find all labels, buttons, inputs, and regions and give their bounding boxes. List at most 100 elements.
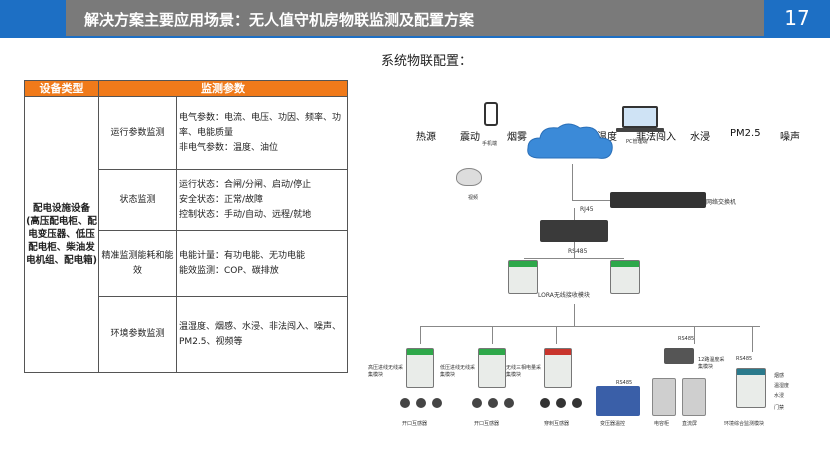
env-module — [736, 368, 766, 408]
row-name-environment: 环境参数监测 — [98, 296, 177, 373]
ct-icon — [472, 398, 482, 408]
drop-wire — [752, 326, 753, 352]
three-phase-label: 无线三相电量采集模块 — [506, 365, 542, 378]
rs485-label-far: RS485 — [736, 356, 753, 362]
ch12-label: 12路温度采集模块 — [698, 357, 725, 370]
lora-bus — [524, 258, 624, 259]
ct1-label: 开口互感器 — [402, 421, 428, 427]
laptop-base — [616, 128, 664, 132]
row-name-energy: 精准监测能耗和能效 — [98, 230, 177, 297]
dc-label: 直流屏 — [682, 421, 698, 427]
lora-label: LORA无线接收模块 — [538, 292, 590, 299]
transformer-controller — [596, 386, 640, 416]
ct-icon — [432, 398, 442, 408]
device-category: 配电设施设备 (高压配电柜、配电变压器、低压配电柜、柴油发电机组、配电箱) — [24, 96, 99, 373]
monitoring-table: 设备类型 监测参数 配电设施设备 (高压配电柜、配电变压器、低压配电柜、柴油发电… — [24, 80, 348, 373]
hv-module-label: 高压进线无线采集模块 — [368, 365, 404, 378]
lower-bus-wire — [574, 304, 575, 326]
door-label: 门禁 — [774, 405, 785, 411]
row-params-status: 运行状态：合闸/分闸、启动/停止 安全状态：正常/故障 控制状态：手动/自动、远… — [176, 169, 348, 231]
three-phase-module — [544, 348, 572, 388]
section-subtitle: 系统物联配置： — [381, 54, 473, 69]
sensor-label: PM2.5 — [730, 128, 761, 139]
temp-12ch-module — [664, 348, 694, 364]
page-number-box — [764, 0, 830, 38]
gateway-wire — [574, 208, 575, 220]
table-header-params: 监测参数 — [98, 80, 348, 97]
camera-icon — [456, 168, 482, 186]
network-switch — [610, 192, 706, 208]
device-category-text: 配电设施设备 (高压配电柜、配电变压器、低压配电柜、柴油发电机组、配电箱) — [26, 203, 97, 266]
env-label: 环境综合监测模块 — [724, 421, 765, 427]
water-label: 水浸 — [774, 393, 785, 399]
row-params-energy: 电能计量：有功电能、无功电能 能效监测：COP、碳排放 — [176, 230, 348, 297]
transformer-label: 变压器温控 — [600, 421, 626, 427]
param-line: 温湿度、烟感、水浸、非法闯入、噪声、PM2.5、视频等 — [179, 321, 342, 347]
cloud-icon — [527, 123, 613, 159]
ct-icon — [572, 398, 582, 408]
page-title: 解决方案主要应用场景：无人值守机房物联监测及配置方案 — [84, 11, 475, 29]
header-underline — [66, 36, 764, 38]
header-bar — [0, 0, 830, 38]
lv-module — [478, 348, 506, 388]
ct-icon — [504, 398, 514, 408]
sensor-label: 温度 — [597, 132, 617, 143]
phone-icon — [484, 102, 498, 126]
drop-wire — [420, 326, 421, 344]
row-name-running: 运行参数监测 — [98, 96, 177, 170]
page-number: 17 — [784, 6, 810, 30]
row-name-status: 状态监测 — [98, 169, 177, 231]
drop-wire — [694, 326, 695, 344]
lower-bus — [420, 326, 760, 327]
dc-cabinet — [682, 378, 706, 416]
row-params-environment: 温湿度、烟感、水浸、非法闯入、噪声、PM2.5、视频等 — [176, 296, 348, 373]
lora-module-right — [610, 260, 640, 294]
capacitor-cabinet — [652, 378, 676, 416]
sensor-label: 水浸 — [690, 132, 710, 143]
iot-topology-diagram: 热源 震动 烟雾 温湿 温度 非法闯入 水浸 PM2.5 噪声 手机端 PC管理… — [360, 80, 820, 440]
laptop-icon — [622, 106, 658, 128]
phone-label: 手机端 — [482, 141, 498, 147]
param-line: 非电气参数：温度、油位 — [179, 142, 279, 153]
rj45-label: RJ45 — [580, 206, 594, 213]
param-line: 能效监测：COP、碳排放 — [179, 265, 279, 276]
drop-wire — [492, 326, 493, 344]
param-line: 电气参数：电流、电压、功因、频率、功率、电能质量 — [179, 112, 342, 138]
row-params-running: 电气参数：电流、电压、功因、频率、功率、电能质量 非电气参数：温度、油位 — [176, 96, 348, 170]
ct-icon — [400, 398, 410, 408]
ct2-label: 开口互感器 — [474, 421, 500, 427]
sensor-label: 非法闯入 — [636, 132, 676, 143]
pc-label: PC管理端 — [626, 139, 648, 145]
ct-icon — [540, 398, 550, 408]
capacitor-label: 电容柜 — [654, 421, 670, 427]
sensor-label: 震动 — [460, 132, 480, 143]
sensor-label: 烟雾 — [507, 132, 527, 143]
ct-icon — [556, 398, 566, 408]
sensor-label: 噪声 — [780, 132, 800, 143]
param-line: 电能计量：有功电能、无功电能 — [179, 250, 306, 261]
ct-icon — [416, 398, 426, 408]
ct-icon — [488, 398, 498, 408]
header-accent-left — [0, 0, 66, 38]
rs485-label-right: RS485 — [678, 336, 695, 342]
gateway-device — [540, 220, 608, 242]
param-line: 安全状态：正常/故障 — [179, 194, 264, 205]
param-line: 控制状态：手动/自动、远程/就地 — [179, 209, 312, 220]
table-header-device-type: 设备类型 — [24, 80, 99, 97]
hum-label: 温湿度 — [774, 383, 790, 389]
cloud-switch-wire — [572, 164, 573, 200]
gateway-lora-wire — [574, 242, 575, 258]
cloud-switch-wire-h — [572, 200, 612, 201]
drop-wire — [556, 326, 557, 344]
lv-module-label: 低压进线无线采集模块 — [440, 365, 476, 378]
hv-module — [406, 348, 434, 388]
smoke-label: 烟感 — [774, 373, 785, 379]
sensor-label: 热源 — [416, 132, 436, 143]
switch-label: 网络交换机 — [706, 199, 737, 206]
param-line: 运行状态：合闸/分闸、启动/停止 — [179, 179, 312, 190]
video-label: 视频 — [468, 195, 479, 201]
rs485-label-mid: RS485 — [616, 380, 633, 386]
lora-module-left — [508, 260, 538, 294]
ct3-label: 穿刺互感器 — [544, 421, 570, 427]
rs485-label-top: RS485 — [568, 248, 588, 255]
